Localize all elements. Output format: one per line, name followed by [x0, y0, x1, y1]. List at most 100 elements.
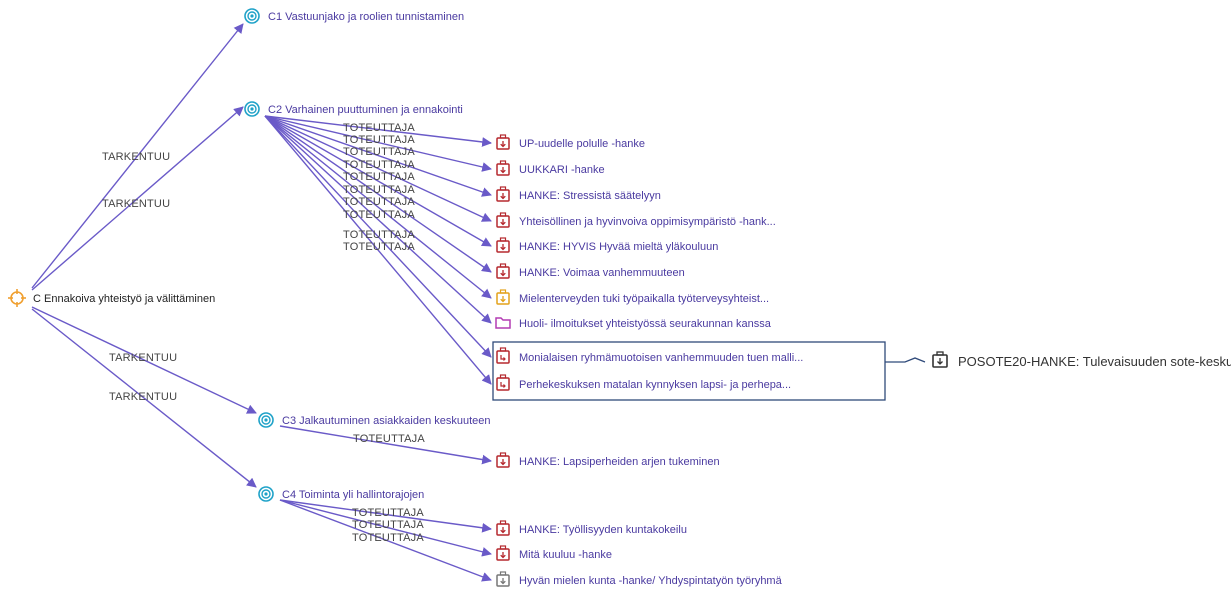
edge-label-c4: TARKENTUU [109, 391, 177, 403]
edge-projects_c4-0 [279, 499, 492, 533]
edge-label-c1: TARKENTUU [102, 151, 170, 163]
project-label: Mitä kuuluu -hanke [519, 549, 612, 561]
target-icon [258, 412, 274, 428]
edge-root-c2 [31, 106, 244, 291]
project-box-icon [496, 212, 510, 228]
project-box-icon [496, 186, 510, 202]
edge-projects_c2-6 [264, 115, 492, 299]
edge-label-projects_c2-7: TOTEUTTAJA [343, 209, 415, 221]
project-node[interactable]: Mielenterveyden tuki työpaikalla työterv… [496, 289, 769, 305]
edge-labels: TARKENTUU TARKENTUU TARKENTUU TARKENTUU TOTE… [102, 122, 425, 544]
goal-node-c4[interactable]: C4 Toiminta yli hallintorajojen [258, 486, 424, 502]
edge-projects_c4-2 [279, 499, 492, 582]
edge-projects_c2-2 [264, 115, 492, 197]
edge-label-projects_c4-0: TOTEUTTAJA [352, 507, 424, 519]
group-connector [885, 357, 926, 363]
edge-label-projects_c2-9: TOTEUTTAJA [343, 241, 415, 253]
project-node[interactable]: UUKKARI -hanke [496, 160, 605, 176]
edge-projects_c2-7 [264, 115, 492, 324]
edge-label-projects_c3-0: TOTEUTTAJA [353, 433, 425, 445]
edge-projects_c2-0 [264, 115, 492, 147]
group-box [492, 341, 886, 401]
project-node[interactable]: Monialaisen ryhmämuotoisen vanhemmuuden … [496, 347, 803, 364]
target-icon [244, 101, 260, 117]
goal-nodes: C1 Vastuunjako ja roolien tunnistaminenC… [244, 8, 491, 502]
project-label: HANKE: Lapsiperheiden arjen tukeminen [519, 456, 720, 468]
project-label: Hyvän mielen kunta -hanke/ Yhdyspintatyö… [519, 575, 783, 587]
edge-label-projects_c4-2: TOTEUTTAJA [352, 532, 424, 544]
project-node[interactable]: HANKE: Stressistä säätelyyn [496, 186, 661, 202]
edge-projects_c2-1 [264, 115, 492, 172]
target-icon [258, 486, 274, 502]
project-label: UP-uudelle polulle -hanke [519, 138, 645, 150]
project-node[interactable]: Perhekeskuksen matalan kynnyksen lapsi- … [496, 374, 791, 391]
edge-projects_c3-0 [279, 425, 492, 465]
project-label: HANKE: Työllisyyden kuntakokeilu [519, 524, 687, 536]
folder-icon [495, 317, 511, 329]
edge-projects_c2-3 [264, 115, 492, 222]
edge-label-projects_c2-8: TOTEUTTAJA [343, 229, 415, 241]
goal-label: C4 Toiminta yli hallintorajojen [282, 489, 424, 501]
edge-label-projects_c2-6: TOTEUTTAJA [343, 196, 415, 208]
goal-node-c3[interactable]: C3 Jalkautuminen asiakkaiden keskuuteen [258, 412, 491, 428]
project-box-icon [496, 160, 510, 176]
project-node[interactable]: HANKE: Lapsiperheiden arjen tukeminen [496, 452, 720, 468]
project-node[interactable]: Hyvän mielen kunta -hanke/ Yhdyspintatyö… [496, 571, 783, 587]
edge-label-c2: TARKENTUU [102, 198, 170, 210]
project-box-icon [496, 263, 510, 279]
project-box-gray-icon [496, 571, 510, 587]
project-label: Perhekeskuksen matalan kynnyksen lapsi- … [519, 379, 791, 391]
edge-root-c1 [31, 23, 244, 289]
target-icon [244, 8, 260, 24]
project-sub-icon [496, 347, 510, 364]
edge-root-c3 [31, 306, 257, 414]
project-box-icon [496, 134, 510, 150]
project-box-icon [496, 237, 510, 253]
project-label: Huoli- ilmoitukset yhteistyössä seurakun… [519, 318, 772, 330]
edge-label-projects_c4-1: TOTEUTTAJA [352, 519, 424, 531]
goal-label: C1 Vastuunjako ja roolien tunnistaminen [268, 11, 464, 23]
edge-projects_c2-9 [264, 115, 492, 385]
group-parent-label: POSOTE20-HANKE: Tulevaisuuden sote-kesku… [958, 354, 1231, 369]
edge-projects_c2-8 [264, 115, 492, 358]
edge-root-c4 [31, 308, 257, 488]
project-box-icon [496, 545, 510, 561]
project-node[interactable]: HANKE: Voimaa vanhemmuuteen [496, 263, 685, 279]
edges [31, 23, 492, 582]
edge-label-projects_c2-3: TOTEUTTAJA [343, 159, 415, 171]
goal-label: C2 Varhainen puuttuminen ja ennakointi [268, 104, 463, 116]
project-node[interactable]: HANKE: Työllisyyden kuntakokeilu [496, 520, 687, 536]
project-label: UUKKARI -hanke [519, 164, 605, 176]
project-box-yellow-icon [496, 289, 510, 305]
goal-node-c2[interactable]: C2 Varhainen puuttuminen ja ennakointi [244, 101, 463, 117]
edge-label-projects_c2-4: TOTEUTTAJA [343, 171, 415, 183]
edge-label-c3: TARKENTUU [109, 352, 177, 364]
goal-label: C3 Jalkautuminen asiakkaiden keskuuteen [282, 415, 491, 427]
project-node[interactable]: HANKE: HYVIS Hyvää mieltä yläkouluun [496, 237, 718, 253]
edge-label-projects_c2-5: TOTEUTTAJA [343, 184, 415, 196]
edge-label-projects_c2-2: TOTEUTTAJA [343, 146, 415, 158]
project-box-icon [496, 520, 510, 536]
project-label: HANKE: Voimaa vanhemmuuteen [519, 267, 685, 279]
goal-node-c1[interactable]: C1 Vastuunjako ja roolien tunnistaminen [244, 8, 464, 24]
project-label: Mielenterveyden tuki työpaikalla työterv… [519, 293, 769, 305]
edge-label-projects_c2-1: TOTEUTTAJA [343, 134, 415, 146]
project-node[interactable]: Yhteisöllinen ja hyvinvoiva oppimisympär… [496, 212, 776, 228]
project-label: HANKE: Stressistä säätelyyn [519, 190, 661, 202]
root-label: C Ennakoiva yhteistyö ja välittäminen [33, 293, 215, 305]
project-node[interactable]: Huoli- ilmoitukset yhteistyössä seurakun… [495, 317, 772, 330]
crosshair-icon [8, 289, 26, 307]
project-box-dark-icon [932, 351, 948, 368]
project-node[interactable]: UP-uudelle polulle -hanke [496, 134, 645, 150]
project-node[interactable]: Mitä kuuluu -hanke [496, 545, 612, 561]
edge-label-projects_c2-0: TOTEUTTAJA [343, 122, 415, 134]
edge-projects_c2-5 [264, 115, 492, 273]
project-sub-icon [496, 374, 510, 391]
root-node[interactable]: C Ennakoiva yhteistyö ja välittäminen [8, 289, 215, 307]
project-box-icon [496, 452, 510, 468]
edge-projects_c4-1 [279, 499, 492, 557]
edge-projects_c2-4 [264, 115, 492, 247]
group-parent-node[interactable]: POSOTE20-HANKE: Tulevaisuuden sote-kesku… [932, 351, 1231, 369]
